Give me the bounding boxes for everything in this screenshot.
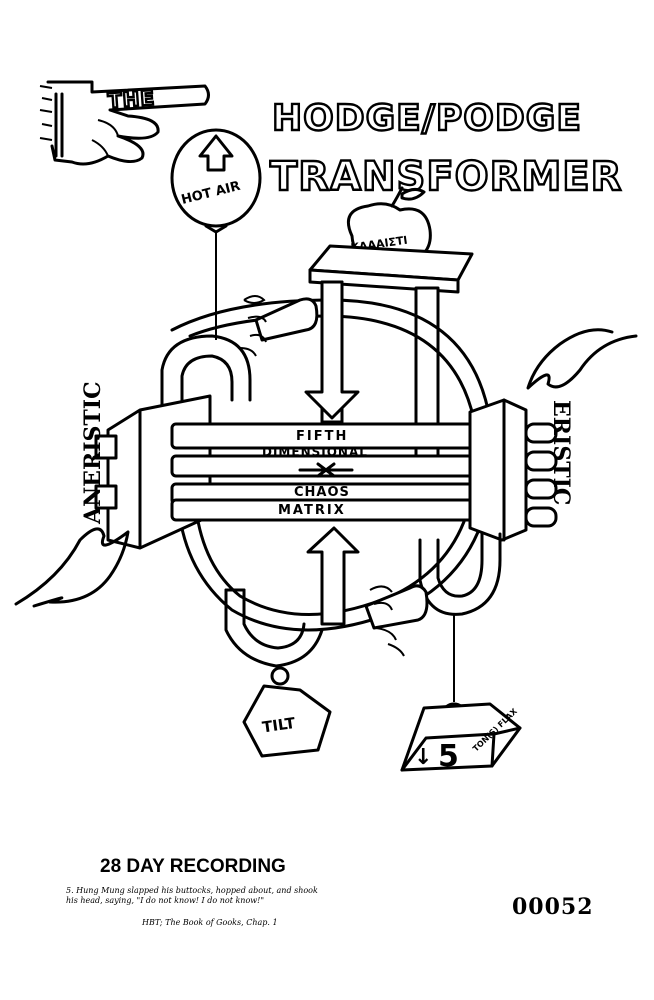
tilt-tag	[242, 666, 332, 758]
title-line1: HODGE/PODGE	[272, 98, 582, 139]
horn-lower	[364, 584, 429, 657]
cross-icon	[298, 462, 354, 478]
right-label: ERISTIC	[548, 400, 574, 505]
title-line2: TRANSFORMER	[270, 154, 622, 200]
weight	[400, 614, 522, 772]
matrix-line1: FIFTH	[296, 429, 348, 444]
left-flame	[14, 527, 130, 608]
matrix-line4: MATRIX	[278, 503, 346, 518]
footer-quote: 5. Hung Mung slapped his buttocks, hoppe…	[66, 886, 318, 905]
down-arrow-icon	[304, 280, 360, 420]
left-u-pipe	[160, 334, 252, 422]
hot-air-balloon	[170, 128, 262, 340]
horn-upper	[239, 295, 319, 357]
page-serial-number: 00052	[512, 894, 594, 920]
weight-arrow-icon: ↓	[414, 745, 432, 770]
matrix-block	[94, 394, 558, 550]
up-arrow-icon	[306, 526, 360, 626]
weight-number: 5	[438, 739, 459, 774]
footer-source: HBT; The Book of Gooks, Chap. 1	[142, 918, 278, 927]
matrix-line2: DIMENSIONAL	[262, 445, 368, 459]
title-the: THE	[107, 86, 156, 113]
lower-left-pipe	[224, 588, 324, 668]
right-flame	[526, 328, 638, 390]
right-u-pipe	[418, 532, 502, 616]
tilt-label: TILT	[261, 714, 297, 737]
footer-heading: 28 DAY RECORDING	[100, 856, 286, 877]
pointing-hand-icon	[39, 80, 210, 166]
left-label: ANERISTIC	[80, 381, 106, 525]
up-arrow-icon	[198, 134, 234, 172]
matrix-line3: CHAOS	[294, 485, 350, 500]
leaf-icon	[400, 187, 426, 201]
